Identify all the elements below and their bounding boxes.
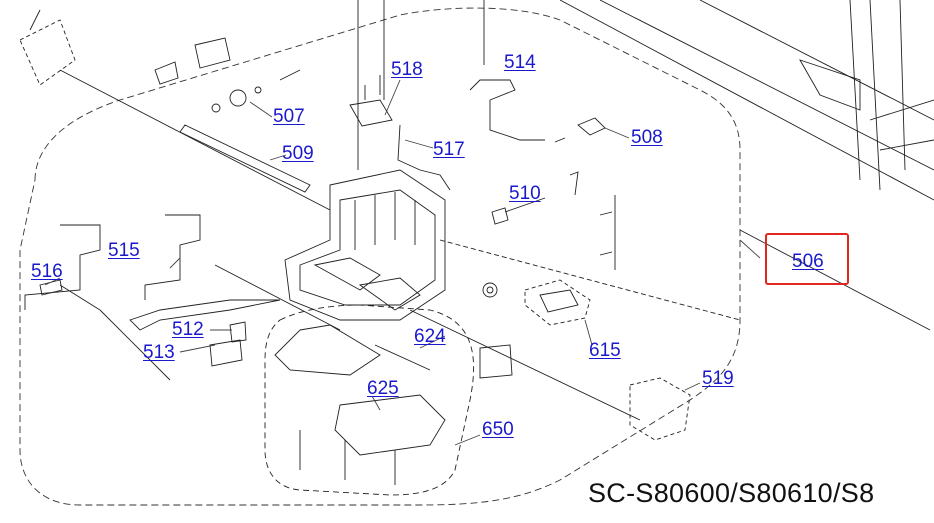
group-outline-519 [629,377,691,441]
part-link-516[interactable]: 516 [31,261,63,282]
group-outline [19,7,741,506]
group-outline-tl [19,19,76,86]
model-caption: SC-S80600/S80610/S8 [588,478,875,508]
part-link-513[interactable]: 513 [143,342,175,363]
part-link-506[interactable]: 506 [792,251,824,272]
part-link-509[interactable]: 509 [282,143,314,164]
part-link-515[interactable]: 515 [108,240,140,261]
part-link-508[interactable]: 508 [631,127,663,148]
part-link-514[interactable]: 514 [504,52,536,73]
part-link-625[interactable]: 625 [367,378,399,399]
part-link-615[interactable]: 615 [589,340,621,361]
part-link-624[interactable]: 624 [414,326,446,347]
part-link-510[interactable]: 510 [509,183,541,204]
group-outline-615 [524,279,591,326]
part-link-650[interactable]: 650 [482,419,514,440]
part-link-519[interactable]: 519 [702,368,734,389]
part-link-517[interactable]: 517 [433,139,465,160]
part-link-512[interactable]: 512 [172,319,204,340]
part-link-507[interactable]: 507 [273,106,305,127]
part-link-518[interactable]: 518 [391,59,423,80]
highlight-box-506 [765,233,849,285]
